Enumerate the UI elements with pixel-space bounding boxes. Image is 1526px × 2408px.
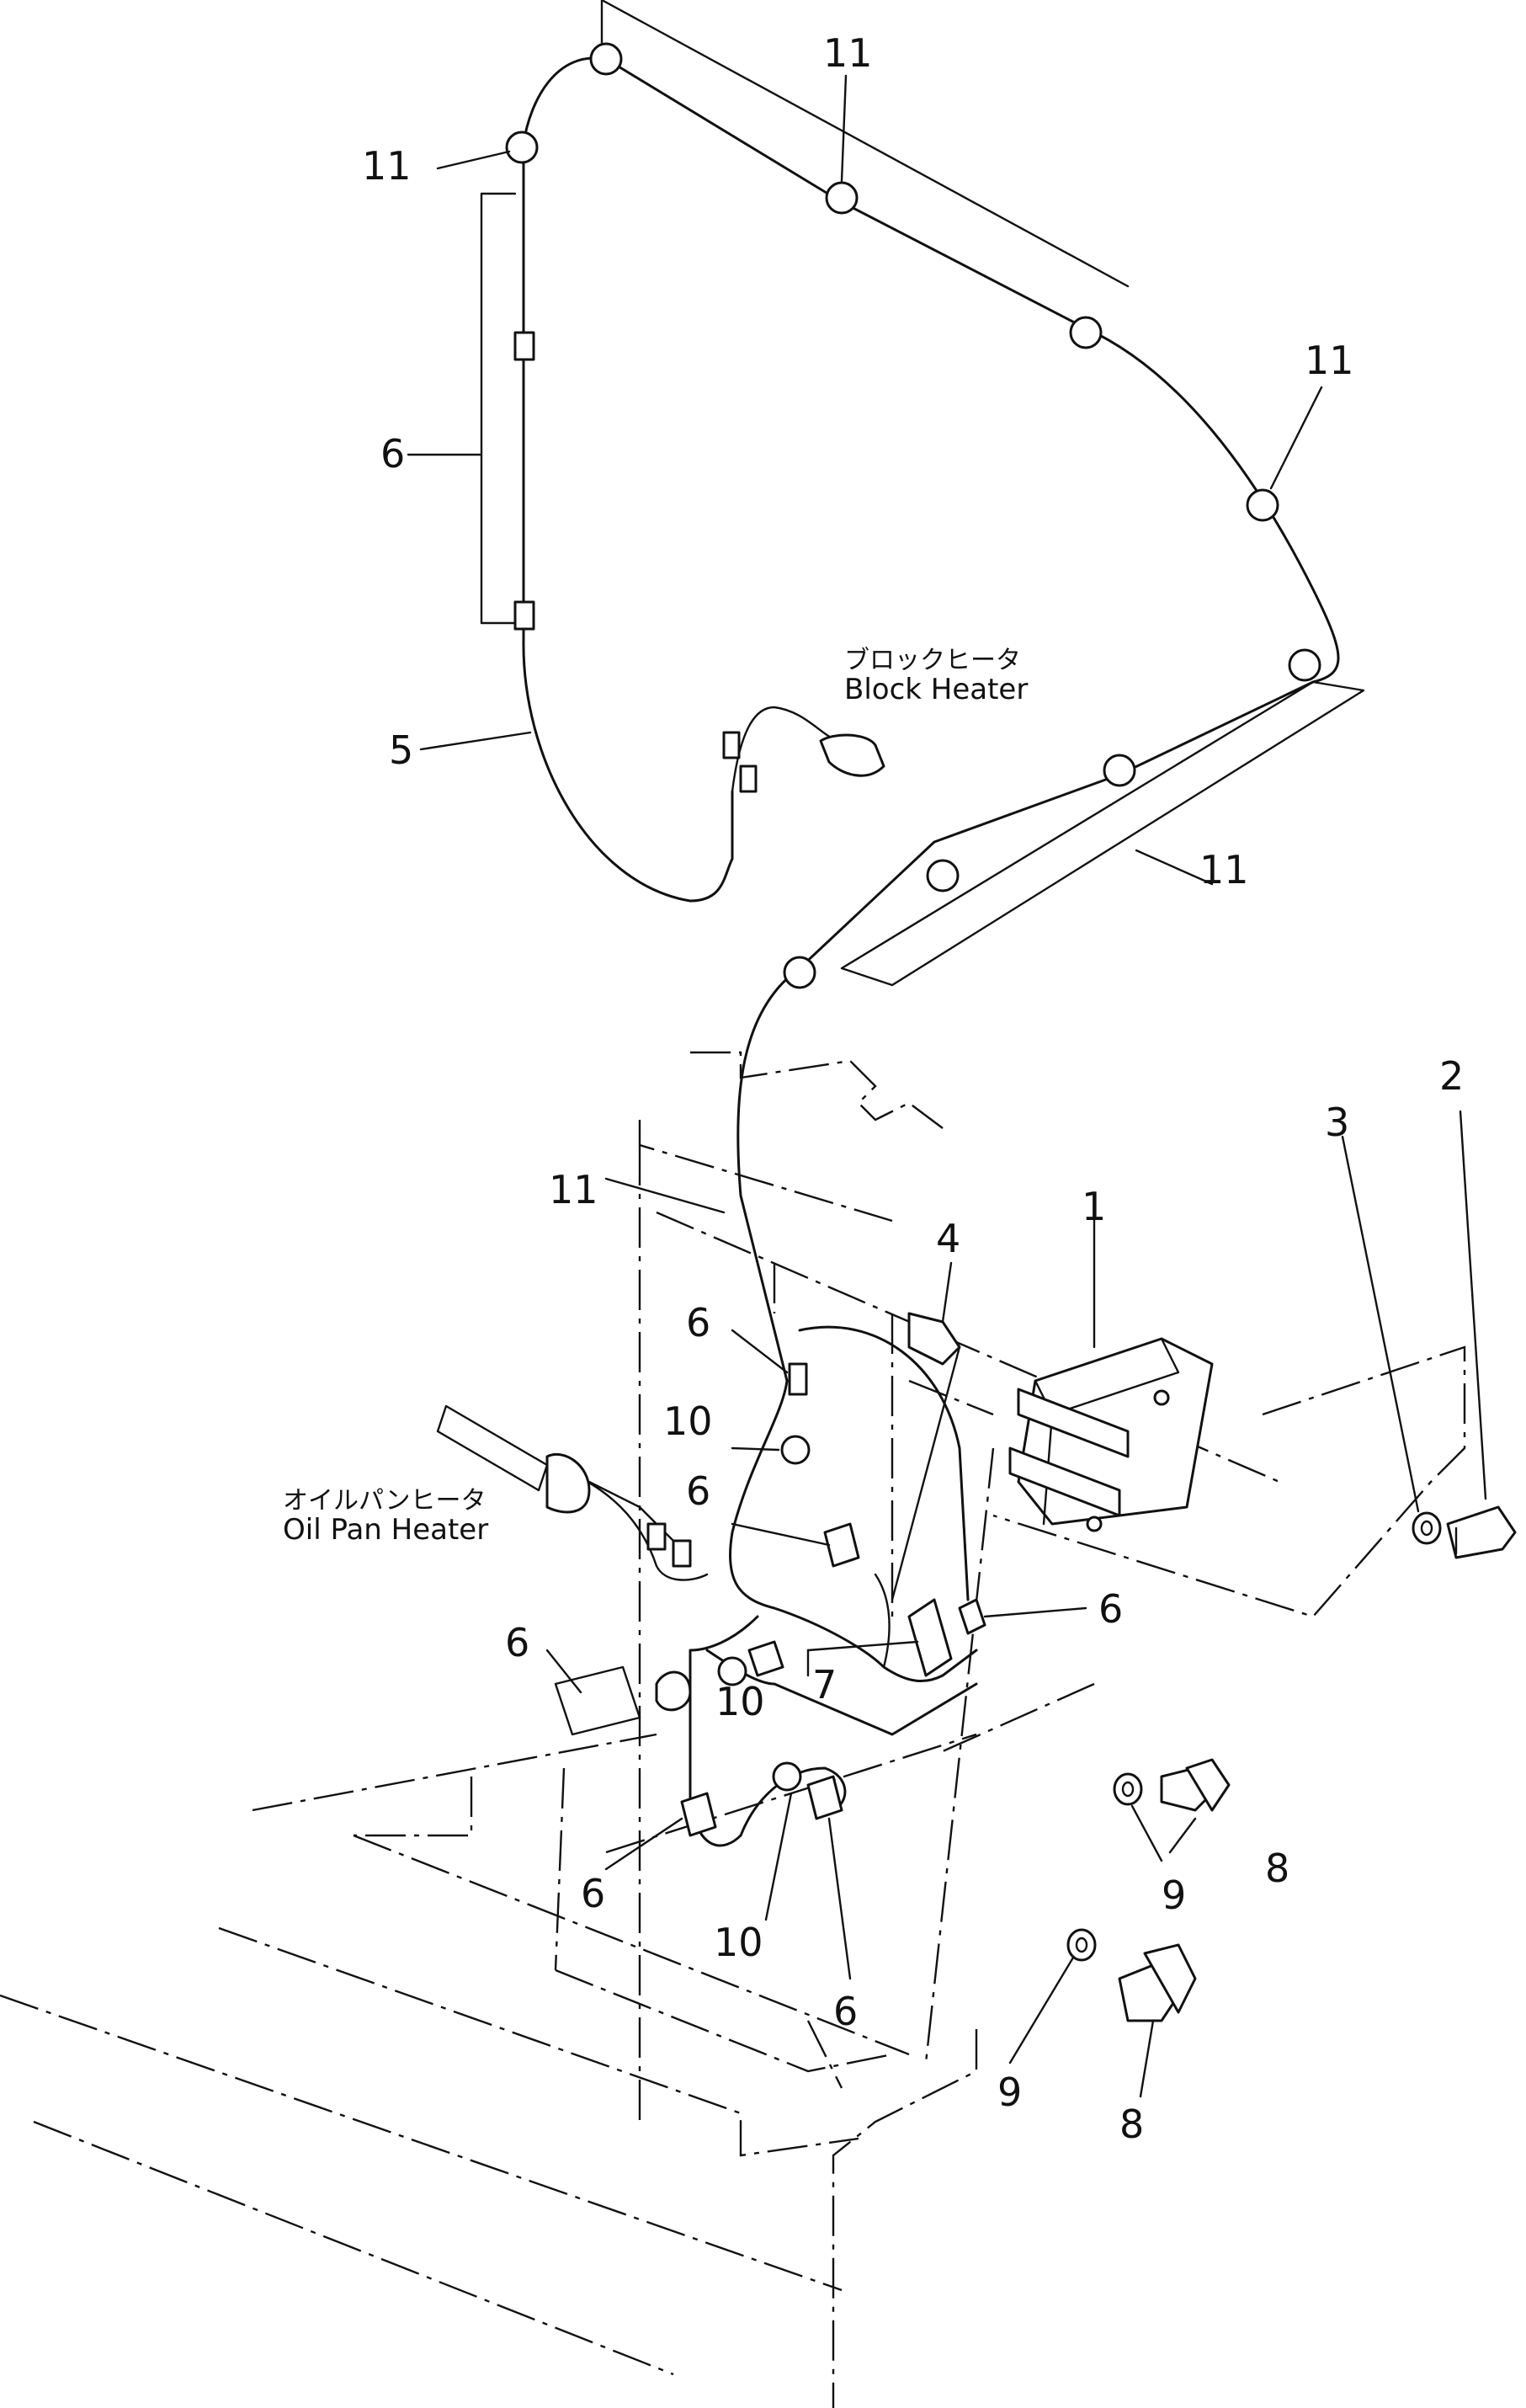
callout-1: 1 [1082,1184,1107,1229]
callout-6-lower-left: 6 [581,1871,606,1916]
washer-part-9-upper [1113,1772,1143,1806]
engine-frame-phantom [0,1051,1466,2408]
callout-6-lower: 6 [833,1989,859,2034]
block-heater-note: ブロックヒータ Block Heater [844,647,1028,706]
bolt-part-8-lower [1118,1943,1197,2022]
block-heater-connector [819,733,885,777]
callout-6-bracket: 6 [380,431,406,477]
callout-3: 3 [1325,1100,1350,1145]
callout-4: 4 [936,1216,961,1261]
callout-7: 7 [812,1662,837,1707]
callout-10-upper: 10 [663,1398,713,1444]
leader-lines [407,74,1487,2098]
bolt-part-2 [1446,1505,1517,1559]
washer-part-3 [1412,1511,1442,1545]
callout-6-upper: 6 [686,1300,711,1345]
callout-10-middle: 10 [715,1679,765,1724]
bolt-part-8-upper [1160,1758,1231,1812]
callout-6-right: 6 [1098,1586,1124,1632]
oil-pan-heater-label-jp: オイルパンヒータ [283,1486,487,1516]
block-heater-label-jp: ブロックヒータ [844,646,1021,675]
sensor-part-4 [891,1312,961,1601]
oil-pan-heater [436,1404,692,1568]
callout-9-upper: 9 [1162,1873,1187,1918]
callout-8-lower: 8 [1119,2102,1145,2147]
callout-6-left: 6 [505,1620,530,1665]
callout-11-top: 11 [823,30,873,76]
callout-9-lower: 9 [997,2070,1023,2115]
callout-11-left: 11 [362,143,412,189]
callout-11-middle: 11 [549,1167,598,1212]
block-heater-label-en: Block Heater [844,673,1029,706]
callout-11-right: 11 [1305,338,1354,383]
callout-6-middle: 6 [686,1468,711,1514]
callout-2: 2 [1439,1053,1465,1099]
callout-10-lower: 10 [714,1920,763,1965]
oil-pan-heater-note: オイルパンヒータ Oil Pan Heater [283,1487,488,1546]
callout-8-upper: 8 [1265,1846,1290,1891]
oil-pan-heater-label-en: Oil Pan Heater [283,1513,489,1547]
washer-part-9-lower [1066,1928,1097,1962]
callout-11-lower-right: 11 [1199,847,1249,892]
upper-harness [480,0,1365,1382]
control-box-part-1 [1008,1337,1214,1532]
callout-5: 5 [389,727,414,773]
lower-harness [554,1325,986,1847]
